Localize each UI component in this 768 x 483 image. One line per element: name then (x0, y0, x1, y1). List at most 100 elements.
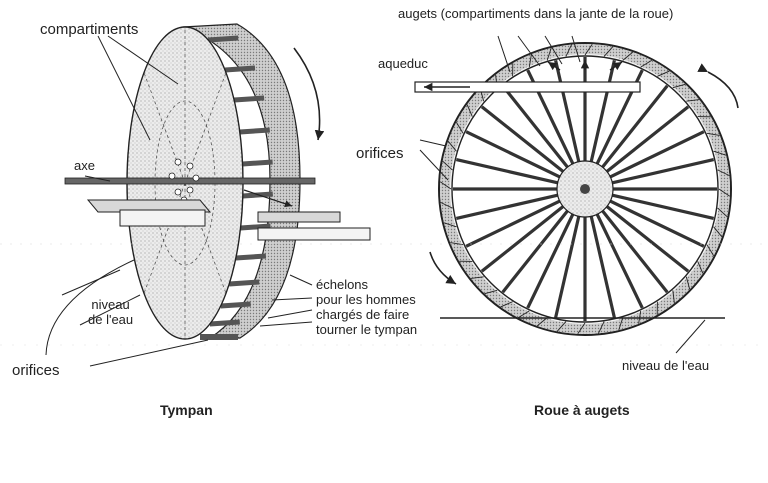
tympan-base (200, 334, 238, 340)
tympan-hub-orifice (174, 158, 182, 166)
tympan-rung (239, 127, 270, 135)
bucket-wheel-bucket (447, 140, 457, 152)
bucket-wheel-spoke (554, 59, 581, 163)
tympan-wheel (64, 23, 371, 340)
bucket-wheel-bucket (470, 276, 484, 279)
bucket-wheel-axle (580, 184, 590, 194)
tympan-label-water-level: niveau de l'eau (88, 297, 133, 327)
aqueduct-channel (414, 81, 641, 93)
bucket-wheel-bucket (717, 169, 730, 177)
bucket-wheel-leader-lines (419, 35, 706, 354)
tympan-rung (240, 223, 271, 231)
tympan-rung (220, 301, 251, 309)
bucket-wheel-spoke (601, 84, 669, 169)
bucket-wheel-spoke (465, 199, 561, 248)
tympan-hub-orifice (168, 172, 176, 180)
tympan-rungs (208, 35, 273, 327)
bucket-wheel-bucket (517, 310, 530, 319)
tympan-rotation-arrow (293, 47, 325, 141)
bucket-wheel-caption: Roue à augets (534, 402, 630, 418)
bucket-wheel (414, 42, 739, 336)
tympan-caption: Tympan (160, 402, 213, 418)
bucket-arrow-1 (547, 61, 561, 71)
bucket-wheel-spoke (609, 199, 705, 248)
bucket-wheel-spoke (480, 205, 565, 273)
tympan-rungs-line-4: tourner le tympan (316, 322, 418, 337)
bucket-wheel-bucket (685, 276, 691, 290)
bucket-wheel-bucket (440, 201, 453, 209)
bucket-wheel-spoke (455, 158, 559, 185)
bucket-wheel-spoke (465, 130, 561, 179)
bucket-wheel-bucket (443, 222, 457, 228)
bucket-wheel-label-orifices: orifices (356, 145, 404, 162)
bucket-wheel-spoke (501, 84, 569, 169)
bucket-wheel-spoke (609, 130, 705, 179)
bucket-wheel-bucket (556, 321, 567, 332)
bucket-wheel-spoke (605, 205, 690, 273)
bucket-wheel-bucket (713, 226, 723, 238)
bucket-wheel-bucket (713, 150, 727, 156)
tympan-rung (208, 35, 239, 43)
bucket-wheel-bucket (546, 47, 552, 61)
tympan-rung (224, 65, 256, 73)
bucket-wheel-spokes (453, 57, 717, 321)
bucket-wheel-bucket (439, 181, 452, 190)
tympan-rung (233, 95, 265, 103)
bucket-wheel-bucket (500, 301, 513, 308)
tympan-hub-orifice (186, 162, 194, 170)
bucket-wheel-spoke (611, 158, 715, 185)
bucket-wheel-spoke (589, 215, 616, 319)
bucket-wheel-bucket (706, 132, 720, 136)
tympan-rung (242, 159, 273, 167)
bucket-arrow-3 (609, 61, 623, 71)
bucket-wheel-bucket (657, 70, 670, 77)
bucket-wheel-bucket (577, 322, 586, 335)
bucket-wheel-bucket (528, 54, 532, 68)
tympan-rungs-line-2: pour les hommes (316, 292, 416, 307)
bucket-wheel-bucket (565, 44, 573, 57)
bucket-wheel-bucket (597, 321, 605, 334)
tympan-leader-lines (45, 35, 313, 367)
tympan-hub-orifice (186, 186, 194, 194)
bucket-wheel-rotation-arrow-top (697, 63, 739, 109)
bucket-wheel-label-aqueduct: aqueduc (378, 56, 428, 71)
bucket-wheel-bucket (450, 242, 464, 246)
tympan-rung (209, 319, 240, 327)
tympan-trough-right (257, 211, 341, 223)
tympan-axle (64, 177, 316, 185)
bucket-wheel-bucket (640, 59, 653, 68)
bucket-wheel-bucket (672, 83, 686, 89)
bucket-wheel-bucket (697, 261, 704, 274)
bucket-wheel-spoke (605, 105, 690, 173)
bucket-wheel-spoke (601, 209, 669, 294)
tympan-label-orifices: orifices (12, 362, 60, 379)
bucket-wheel-bucket (584, 43, 593, 56)
tympan-water-level-line-2: de l'eau (88, 312, 134, 327)
tympan-rung (229, 279, 260, 287)
bucket-wheel-spoke (526, 213, 575, 309)
tympan-rungs-line-1: échelons (316, 277, 369, 292)
bucket-wheel-spoke (595, 213, 644, 309)
tympan-trough-right-lower (257, 227, 371, 241)
tympan-label-rungs: échelons pour les hommes chargés de fair… (316, 277, 417, 337)
bucket-wheel-spoke (554, 215, 581, 319)
tympan-label-axle: axe (74, 158, 95, 173)
bucket-wheel-bucket (672, 290, 675, 304)
bucket-wheel-spoke (455, 193, 559, 220)
bucket-wheel-spoke (611, 193, 715, 220)
bucket-wheel-bucket (442, 160, 453, 171)
bucket-wheel-bucket (466, 104, 473, 117)
bucket-wheel-bucket (484, 289, 498, 295)
bucket-wheel-rim-band (440, 44, 730, 334)
bucket-wheel-label-water-level: niveau de l'eau (622, 358, 710, 373)
bucket-wheel-spoke (589, 59, 616, 163)
bucket-wheel-bucket (455, 121, 464, 134)
bucket-wheel-spoke (501, 209, 569, 294)
tympan-flow-arrow (243, 189, 293, 208)
bucket-wheel-bucket (622, 51, 634, 61)
tympan-hub-orifice (174, 188, 182, 196)
bucket-wheel-bucket (718, 188, 731, 197)
tympan-label-compartments: compartiments (40, 21, 139, 38)
